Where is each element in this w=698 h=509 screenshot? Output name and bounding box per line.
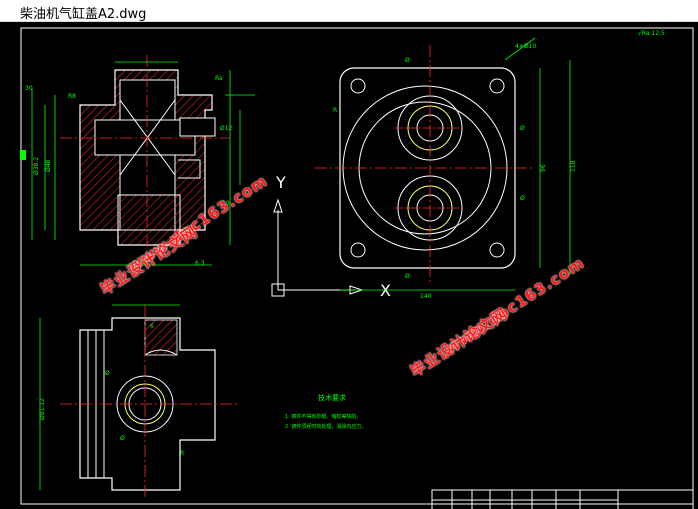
ucs-icon: Y X — [271, 173, 391, 300]
front-section-view: Ø38.2 Ø48 140 30 R8 Ra Ø12 10 6.3 — [20, 55, 255, 267]
roughness-symbol: √Ra 12.5 — [638, 30, 665, 37]
dim-plan-width: 140 — [420, 293, 432, 300]
roughness-note: √Ra 12.5 — [638, 30, 665, 37]
svg-text:30: 30 — [25, 85, 33, 92]
svg-text:6.3: 6.3 — [195, 260, 205, 267]
axis-y-label: Y — [275, 173, 286, 192]
tech-req-line1: 1. 铸件不得有砂眼、缩松等缺陷。 — [285, 413, 361, 420]
tech-req-title: 技术要求 — [318, 393, 346, 402]
cad-viewport[interactable]: Ø38.2 Ø48 140 30 R8 Ra Ø12 10 6.3 Y X — [0, 22, 698, 509]
svg-text:Ra: Ra — [215, 75, 223, 82]
window-titlebar: 柴油机气缸盖A2.dwg — [0, 0, 698, 22]
technical-requirements: 技术要求 1. 铸件不得有砂眼、缩松等缺陷。 2. 铸件须经时效处理，消除内应力… — [285, 393, 366, 430]
dim-front-height2: Ø48 — [45, 159, 52, 172]
svg-text:Ø: Ø — [405, 273, 410, 280]
svg-text:Ø: Ø — [105, 370, 110, 377]
svg-text:Ø: Ø — [520, 195, 525, 202]
svg-text:R8: R8 — [68, 93, 76, 100]
side-view: Ø81.12 Ø Ø R 6 — [39, 304, 240, 500]
svg-text:R: R — [333, 107, 337, 114]
svg-text:Ø: Ø — [405, 57, 410, 64]
dim-side-height: Ø81.12 — [39, 398, 46, 420]
svg-text:6: 6 — [150, 323, 154, 330]
cad-drawing: Ø38.2 Ø48 140 30 R8 Ra Ø12 10 6.3 Y X — [20, 27, 694, 509]
dim-plan-height: 118 — [570, 160, 577, 172]
title-block — [431, 489, 694, 509]
dim-plan-height2: 96 — [540, 164, 547, 172]
svg-text:R: R — [180, 450, 184, 457]
svg-text:Ø: Ø — [120, 435, 125, 442]
tech-req-line2: 2. 铸件须经时效处理，消除内应力。 — [285, 423, 366, 430]
svg-text:4×Ø10: 4×Ø10 — [515, 43, 536, 50]
window-title: 柴油机气缸盖A2.dwg — [20, 7, 147, 22]
svg-text:140: 140 — [140, 257, 152, 264]
axis-x-label: X — [380, 281, 391, 300]
dim-front-height: Ø38.2 — [33, 157, 40, 175]
svg-text:Ø12: Ø12 — [220, 125, 233, 132]
svg-text:Ø: Ø — [520, 125, 525, 132]
plan-view: 96 118 140 4×Ø10 Ø R Ø Ø Ø — [315, 37, 577, 300]
svg-text:10: 10 — [222, 200, 230, 207]
drawing-frame — [20, 27, 694, 505]
